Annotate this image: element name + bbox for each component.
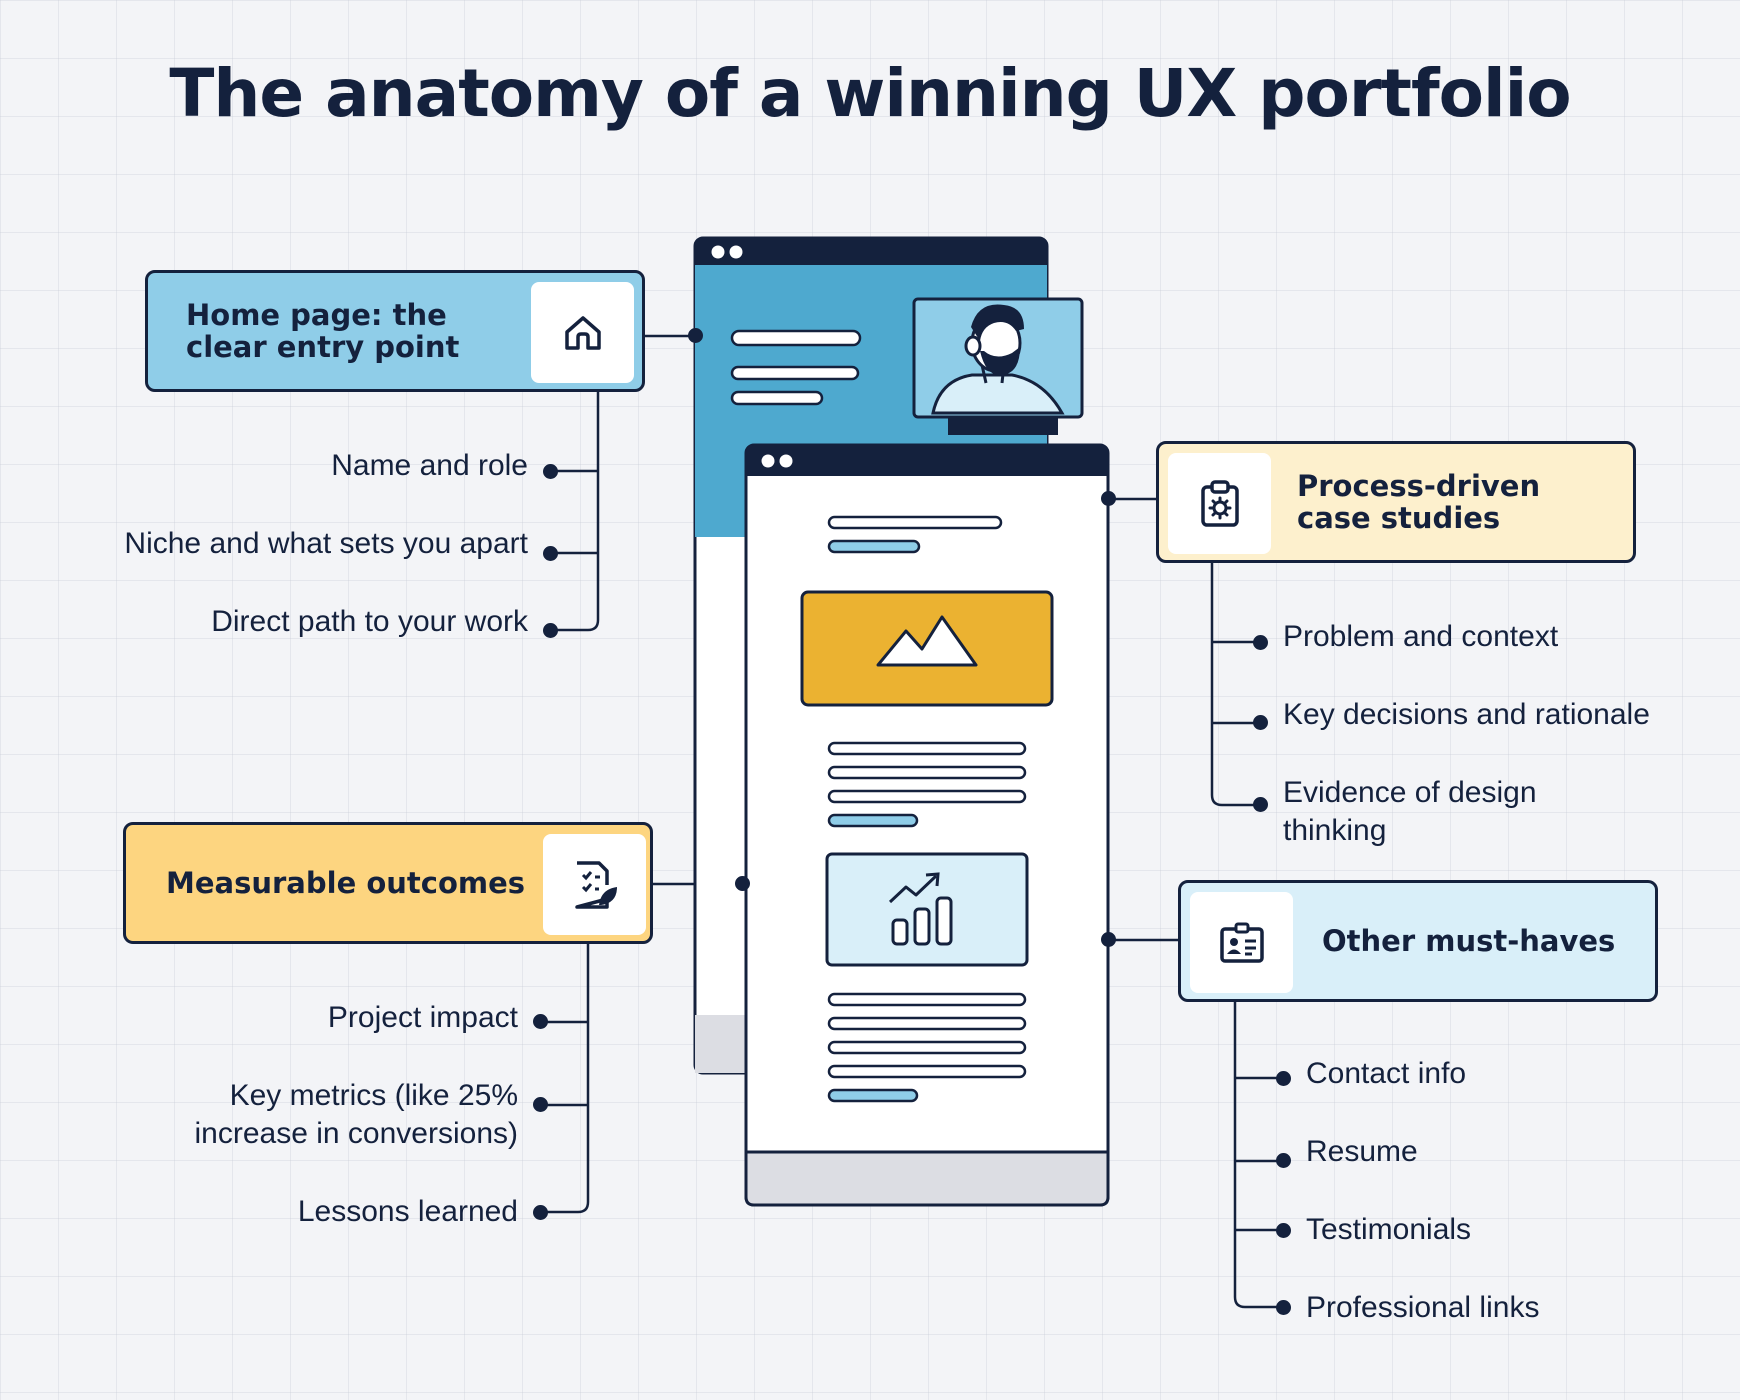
bullet-dot bbox=[1253, 797, 1268, 812]
bullet-dot bbox=[543, 623, 558, 638]
connector-process-tree bbox=[1210, 563, 1262, 807]
bullet-dot bbox=[1253, 715, 1268, 730]
page-title: The anatomy of a winning UX portfolio bbox=[169, 55, 1571, 132]
outcomes-item-impact: Project impact bbox=[327, 1001, 518, 1034]
outcomes-item-lessons: Lessons learned bbox=[297, 1195, 518, 1228]
other-item-contact: Contact info bbox=[1306, 1057, 1467, 1090]
other-item-links: Professional links bbox=[1306, 1291, 1540, 1324]
home-icon bbox=[531, 282, 634, 383]
junction-dot bbox=[1101, 491, 1116, 506]
junction-dot bbox=[735, 876, 750, 891]
bullet-dot bbox=[543, 546, 558, 561]
other-item-resume: Resume bbox=[1306, 1135, 1418, 1168]
process-item-problem: Problem and context bbox=[1283, 620, 1559, 653]
junction-dot bbox=[688, 328, 703, 343]
bullet-dot bbox=[543, 464, 558, 479]
bullet-dot bbox=[1276, 1071, 1291, 1086]
process-item-evidence: Evidence of design thinking bbox=[1283, 776, 1537, 847]
bullet-dot bbox=[1276, 1300, 1291, 1315]
id-card-icon bbox=[1190, 892, 1293, 993]
home-card-label: Home page: the clear entry point bbox=[186, 298, 460, 364]
bar-chart-trend-icon bbox=[825, 852, 1029, 967]
junction-dot bbox=[1101, 932, 1116, 947]
bullet-dot bbox=[533, 1097, 548, 1112]
bullet-dot bbox=[533, 1205, 548, 1220]
outcomes-item-metrics: Key metrics (like 25% increase in conver… bbox=[194, 1079, 518, 1150]
other-card: Other must-haves bbox=[1178, 880, 1658, 1002]
outcomes-card: Measurable outcomes bbox=[123, 822, 653, 944]
connector-other-tree bbox=[1233, 1000, 1283, 1309]
process-card-label: Process-driven case studies bbox=[1297, 469, 1541, 535]
connector-home-tree bbox=[550, 390, 600, 632]
other-item-testimonials: Testimonials bbox=[1306, 1213, 1472, 1246]
portfolio-mockup-illustration bbox=[693, 236, 1110, 1207]
checklist-leaf-icon bbox=[543, 834, 646, 935]
home-card: Home page: the clear entry point bbox=[145, 270, 645, 392]
bullet-dot bbox=[1276, 1223, 1291, 1238]
front-browser-window bbox=[744, 443, 1110, 1207]
mountain-image-icon bbox=[800, 590, 1054, 707]
process-card: Process-driven case studies bbox=[1156, 441, 1636, 563]
outcomes-card-label: Measurable outcomes bbox=[166, 866, 526, 900]
bullet-dot bbox=[1253, 635, 1268, 650]
process-item-decisions: Key decisions and rationale bbox=[1283, 698, 1650, 731]
bullet-dot bbox=[1276, 1153, 1291, 1168]
person-avatar-icon bbox=[912, 297, 1084, 419]
home-item-direct-path: Direct path to your work bbox=[211, 605, 528, 638]
clipboard-gear-icon bbox=[1168, 453, 1271, 554]
other-card-label: Other must-haves bbox=[1322, 924, 1616, 958]
home-item-name-and-role: Name and role bbox=[331, 449, 528, 482]
connector-outcomes-tree bbox=[542, 944, 590, 1214]
bullet-dot bbox=[533, 1014, 548, 1029]
home-item-niche: Niche and what sets you apart bbox=[124, 527, 528, 560]
